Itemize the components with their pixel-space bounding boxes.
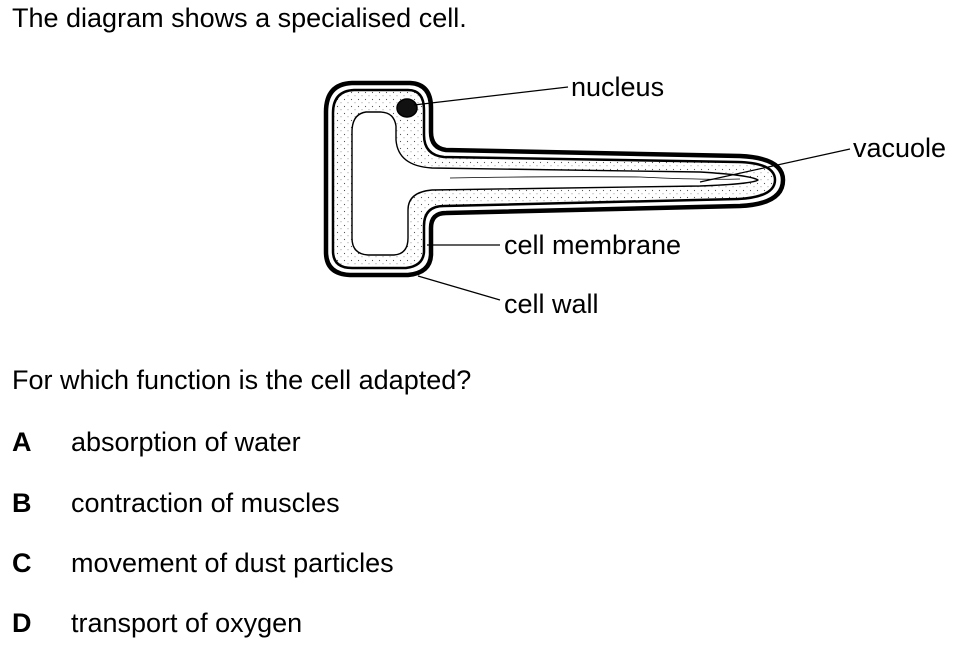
nucleus-shape [396,98,418,118]
vacuole-label: vacuole [853,133,946,163]
option-c-letter: C [12,548,32,578]
vacuole-inner-line [449,176,741,180]
intro-text: The diagram shows a specialised cell. [12,3,467,33]
cell-wall-label-line [417,275,501,301]
option-d-text: transport of oxygen [71,608,303,638]
root-hair-cell-diagram: nucleus vacuole cell membrane cell wall [323,72,946,319]
option-b-letter: B [12,488,32,518]
question-text: For which function is the cell adapted? [12,365,472,395]
cell-wall-label: cell wall [504,289,599,319]
cell-wall-outline [323,80,786,278]
vacuole-label-line [699,148,851,183]
nucleus-label: nucleus [571,72,664,102]
option-b-text: contraction of muscles [71,488,340,518]
cell-membrane-label: cell membrane [504,230,681,260]
option-c-text: movement of dust particles [71,548,394,578]
option-a-text: absorption of water [71,427,301,457]
option-d-letter: D [12,608,32,638]
option-a-letter: A [12,427,32,457]
nucleus-label-line [413,86,569,106]
vacuole-shape [351,111,759,256]
